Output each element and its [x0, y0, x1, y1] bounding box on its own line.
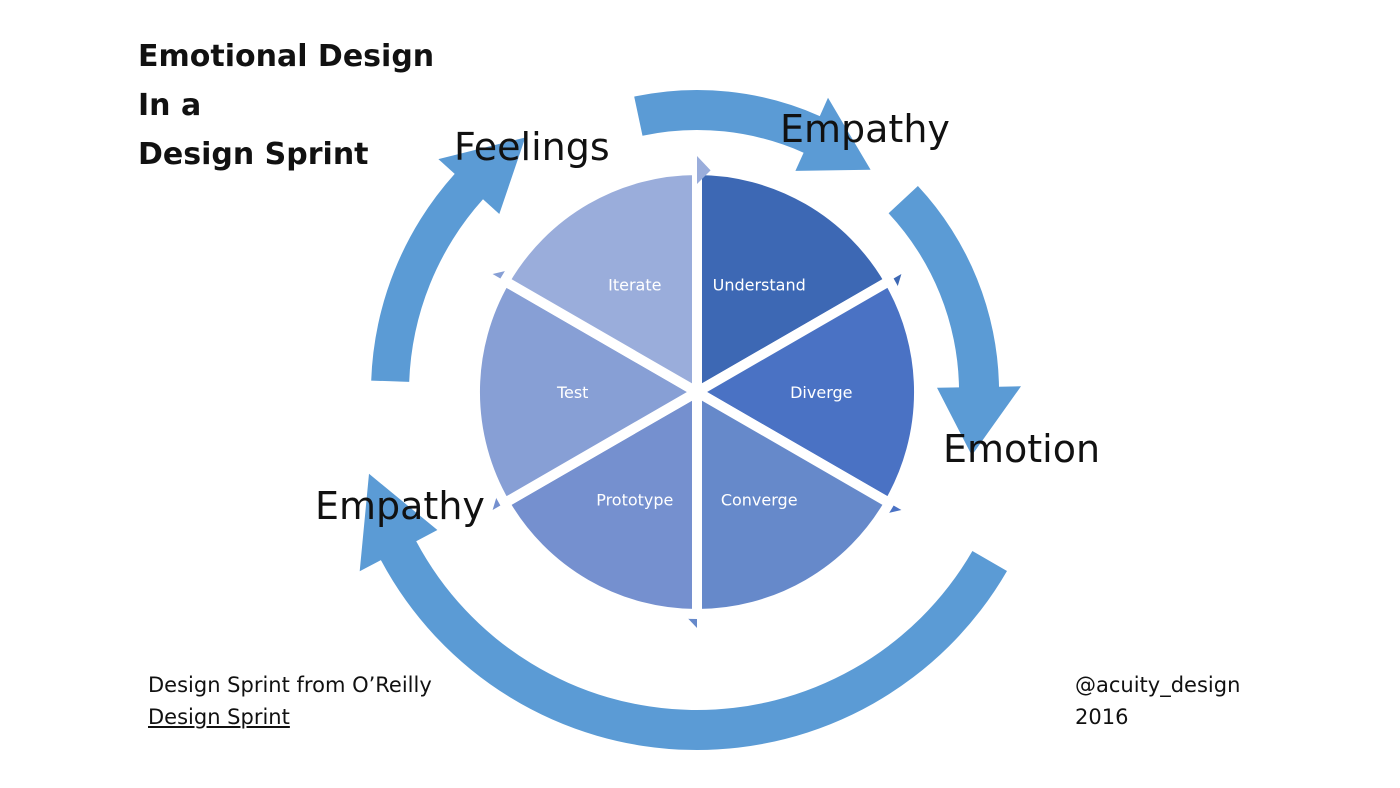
segment-iterate: [497, 164, 702, 401]
title-line-3: Design Sprint: [138, 137, 369, 172]
title-line-2: In a: [138, 88, 202, 123]
segment-prototype: [497, 383, 702, 620]
credit-year: 2016: [1075, 704, 1129, 729]
label-empathy-top: Empathy: [780, 107, 950, 151]
segment-label-understand: Understand: [713, 275, 806, 294]
segment-test: [470, 274, 708, 510]
cycle-arrows: [359, 90, 1021, 750]
label-empathy-left: Empathy: [315, 484, 485, 528]
arrow-right-icon: [888, 186, 1021, 456]
segment-label-test: Test: [556, 383, 589, 402]
segment-diverge: [686, 274, 924, 510]
segment-label-prototype: Prototype: [596, 491, 673, 510]
segment-pointer-icon: [697, 156, 711, 184]
segment-converge: [692, 383, 897, 620]
arrow-left-icon: [371, 137, 526, 382]
source-text: Design Sprint from O’Reilly: [148, 673, 432, 697]
label-feelings: Feelings: [454, 125, 610, 169]
arrow-bottom-icon: [359, 473, 1007, 750]
segment-label-iterate: Iterate: [608, 275, 661, 294]
segment-label-converge: Converge: [721, 491, 798, 510]
segment-understand: [692, 164, 897, 401]
label-emotion: Emotion: [943, 427, 1101, 471]
source-link[interactable]: Design Sprint: [148, 704, 290, 729]
segment-label-diverge: Diverge: [790, 383, 852, 402]
footer-credit: @acuity_design 2016: [1075, 670, 1240, 733]
footer-source: Design Sprint from O’Reilly Design Sprin…: [148, 670, 432, 733]
credit-handle: @acuity_design: [1075, 673, 1241, 697]
arrow-top-icon: [634, 90, 871, 171]
title-line-1: Emotional Design: [138, 39, 435, 74]
